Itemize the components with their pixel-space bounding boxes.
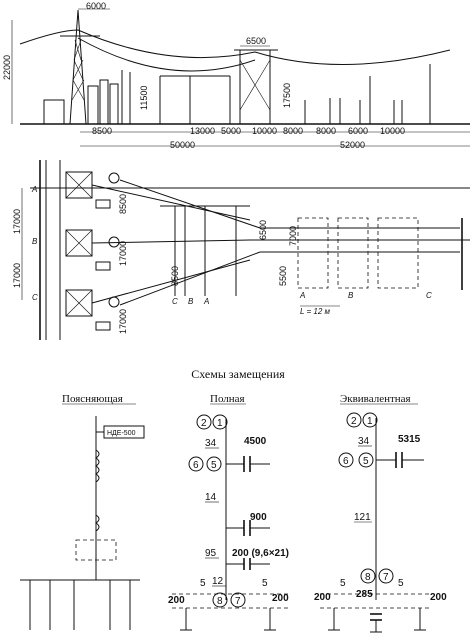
full-node-2: 2 [201,418,207,429]
eq-r-34: 34 [358,436,370,447]
full-r-95: 95 [205,548,217,559]
dim-inner-0: 8500 [118,194,128,214]
eq-node-8: 8 [365,572,371,583]
dim-row1-7: 10000 [380,126,405,136]
eq-r-5b: 5 [398,578,404,589]
full-node-5: 5 [211,460,217,471]
explanatory-scheme: Поясняющая НДЕ-500 [20,393,145,630]
dim-inner-5: 5500 [278,266,288,286]
catenary-wire-2 [77,37,256,72]
gantry-middle [159,49,278,124]
col-label-a: A [203,297,209,306]
nde-box-label: НДЕ-500 [107,430,136,437]
bay-label-c: C [426,291,432,300]
elevation-view: 6000 22000 11500 [2,1,470,150]
right-equipment [304,64,431,124]
col-label-b: B [188,297,194,306]
inductor-coil-1 [95,449,100,483]
full-c-4500: 4500 [244,436,267,447]
dim-inner-6: 7000 [288,226,298,246]
dim-inner-4: 6500 [258,220,268,240]
dim-inner-2: 17000 [118,309,128,334]
full-r-34: 34 [205,438,217,449]
dim-row1-0: 8500 [92,126,112,136]
dim-6500: 6500 [246,36,266,46]
explanatory-title: Поясняющая [62,393,123,405]
dim-row2-1: 52000 [340,140,365,150]
eq-node-2: 2 [351,416,357,427]
full-node-7: 7 [235,596,241,607]
full-scheme: Полная 2 1 34 4500 6 5 14 900 95 200 (9,… [168,393,289,631]
inductor-coil-2 [95,514,100,532]
eq-r-200a: 200 [314,592,331,603]
conductor-a [91,184,251,221]
full-node-1: 1 [217,418,223,429]
section-title: Схемы замещения [191,367,285,381]
eq-node-5: 5 [363,456,369,467]
full-title: Полная [210,393,245,405]
bay-label-b: B [348,291,354,300]
eq-node-1: 1 [367,416,373,427]
eq-node-6: 6 [343,456,349,467]
bay-label-a: A [299,291,305,300]
full-c-900: 900 [250,512,267,523]
phase-equipment-b [65,229,120,271]
plan-view: A B C 17000 17000 8500 [12,160,470,340]
full-r-200a: 200 [168,595,185,606]
full-r-5b: 5 [262,578,268,589]
eq-r-200b: 200 [430,592,447,603]
dim-17500: 17500 [282,83,292,108]
equipment-cluster [43,70,131,125]
full-r-14: 14 [205,492,217,503]
explanatory-dashed-box [75,539,117,561]
eq-node-7: 7 [383,572,389,583]
portal-tower [60,9,100,125]
eq-r-121: 121 [354,512,371,523]
eq-c-285: 285 [356,589,373,600]
full-node-8: 8 [217,596,223,607]
full-node-6: 6 [193,460,199,471]
eq-r-5a: 5 [340,578,346,589]
dim-11500: 11500 [139,86,149,110]
dim-row1-1: 13000 [190,126,215,136]
dim-row1-3: 10000 [252,126,277,136]
dim-6000: 6000 [86,1,106,11]
col-label-c: C [172,297,178,306]
row-label-b: B [32,237,38,246]
conductor-b [91,239,251,244]
phase-equipment-c [65,289,120,331]
full-r-12: 12 [212,576,224,587]
conductor-c [91,259,251,304]
equivalent-title: Эквивалентная [340,393,411,405]
equivalent-scheme: Эквивалентная 2 1 34 5315 6 5 121 8 7 5 … [314,393,447,633]
dim-row1-2: 5000 [221,126,241,136]
dim-22000: 22000 [2,55,12,80]
dim-row1-6: 6000 [348,126,368,136]
eq-c-5315: 5315 [398,434,421,445]
dim-left-2: 17000 [12,263,22,288]
dim-row1-4: 8000 [283,126,303,136]
row-label-c: C [32,293,38,302]
dim-inner-1: 17000 [118,241,128,266]
catenary-wire-1 [19,29,451,66]
span-note: L = 12 м [300,307,331,316]
dim-row1-5: 8000 [316,126,336,136]
dim-left-1: 17000 [12,209,22,234]
phase-equipment-a [65,171,120,209]
full-c-200: 200 (9,6×21) [232,548,289,559]
dim-row2-0: 50000 [170,140,195,150]
row-label-a: A [31,185,37,194]
full-r-200b: 200 [272,593,289,604]
full-r-5a: 5 [200,578,206,589]
